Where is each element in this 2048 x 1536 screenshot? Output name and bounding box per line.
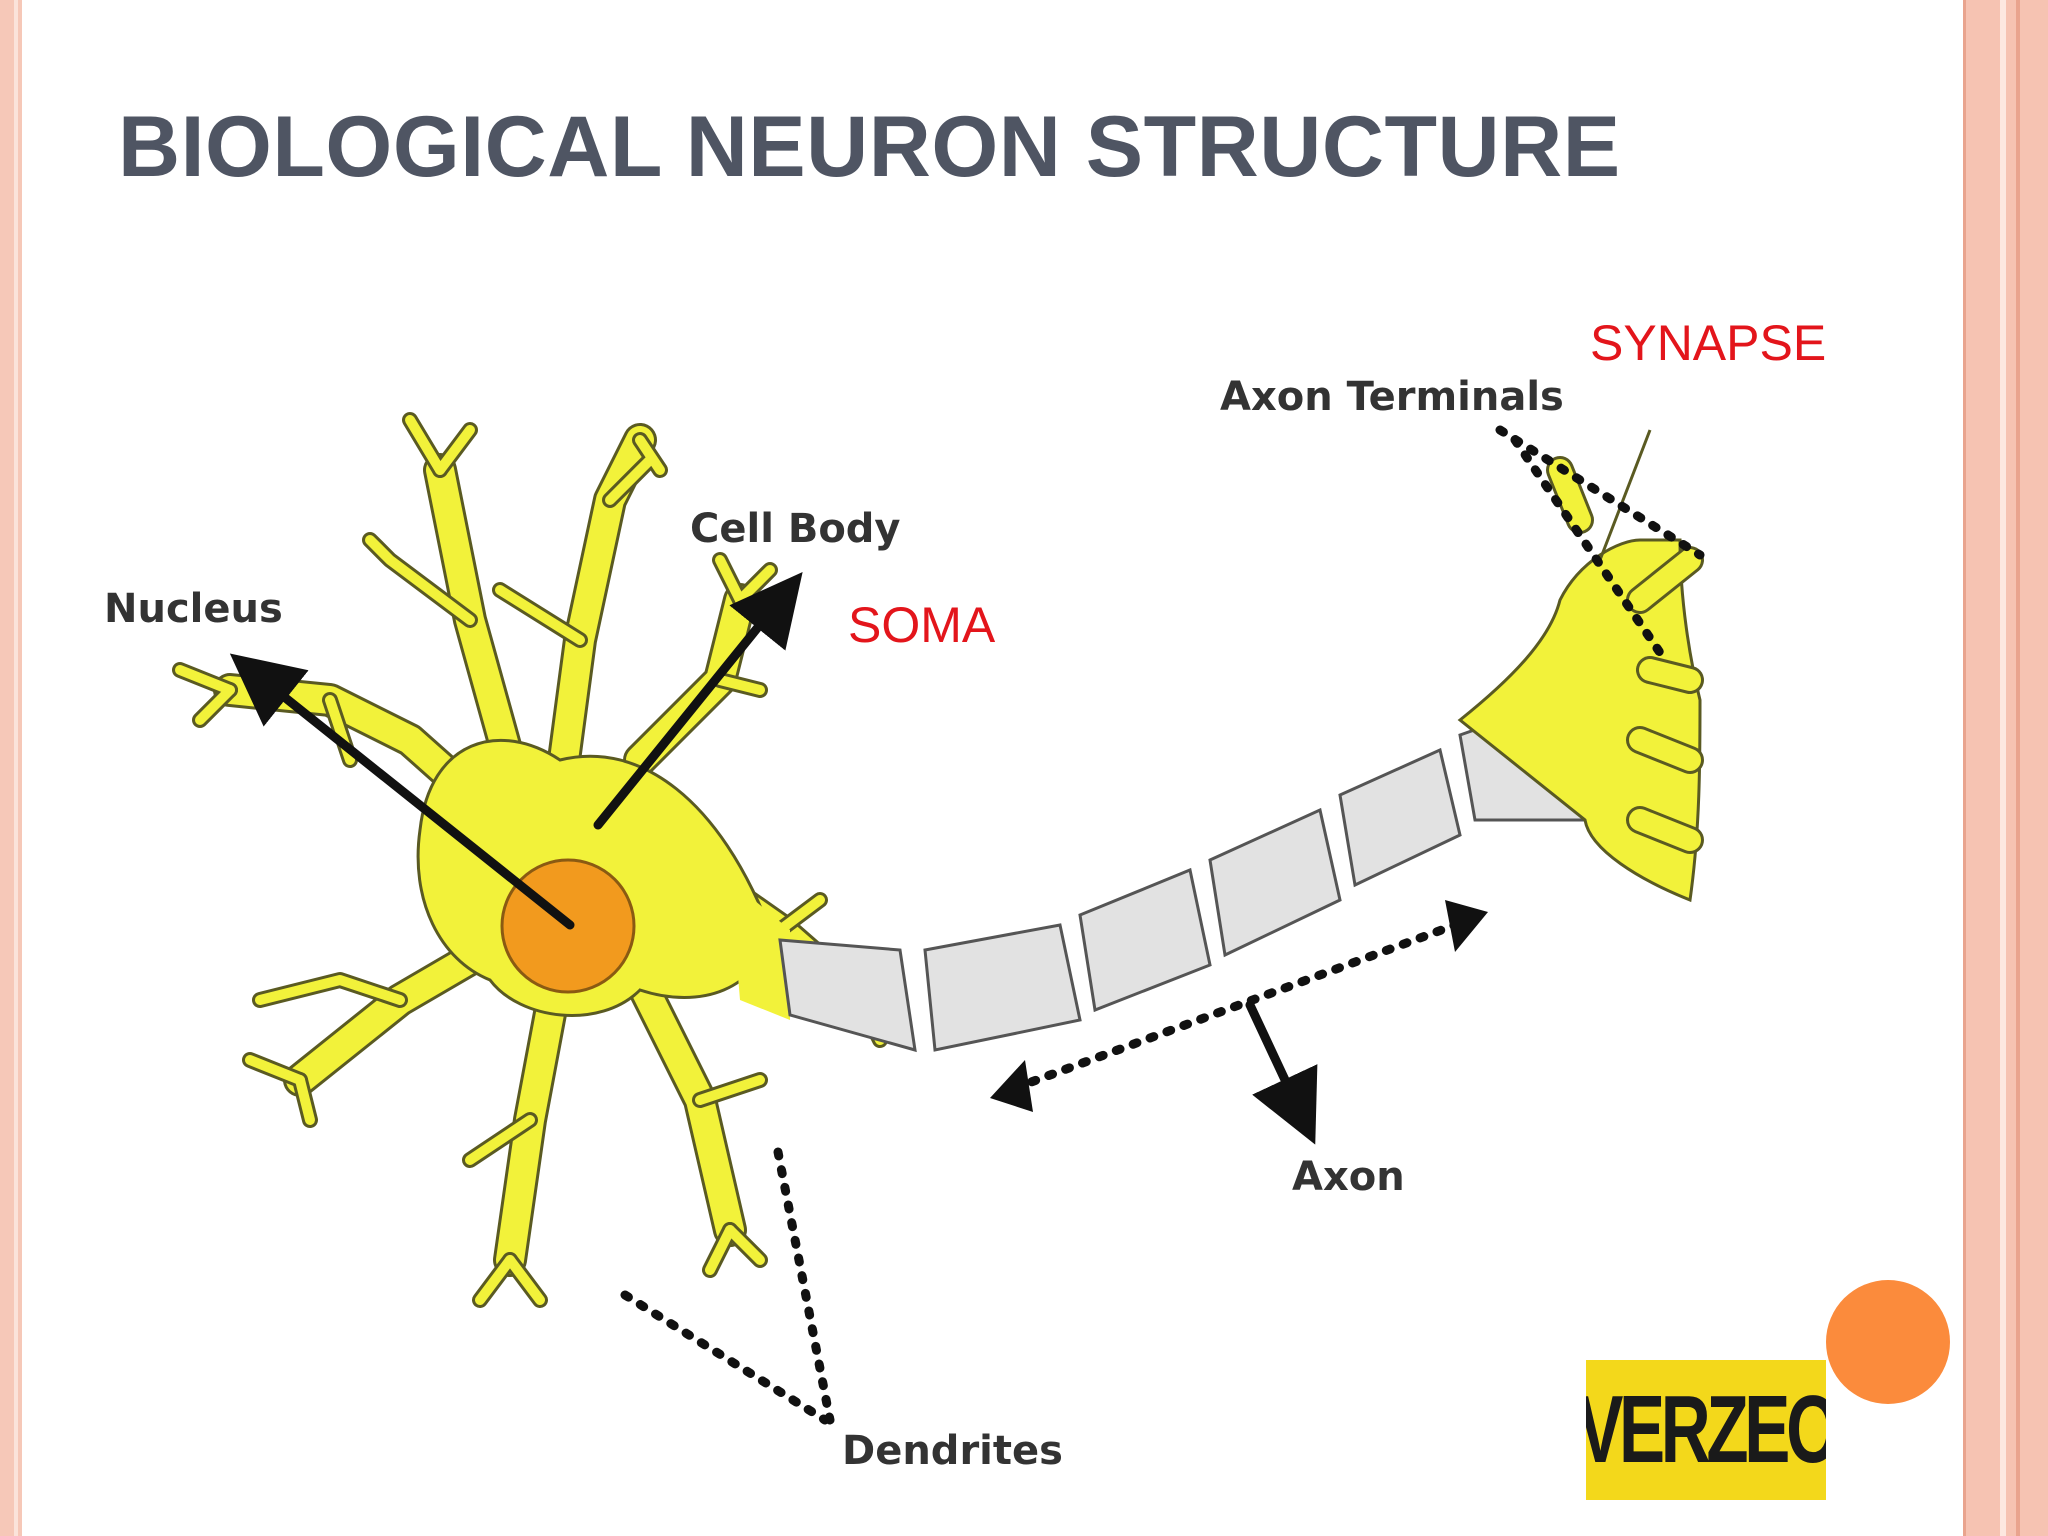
synapse-annotation: SYNAPSE	[1590, 315, 1827, 371]
verzeo-logo: VERZEO	[1586, 1360, 1826, 1500]
axon-terminal-group	[1457, 429, 1704, 903]
cell-body-arrow	[593, 572, 803, 830]
terminals-dotted-line-1	[1495, 425, 1705, 560]
logo-text: VERZEO	[1586, 1376, 1826, 1483]
dotted-leaders	[620, 425, 1705, 1425]
axon-label: Axon	[1292, 1154, 1405, 1200]
right-frame-border	[1966, 0, 2048, 1536]
cell-body-label: Cell Body	[690, 506, 901, 552]
nucleus-arrow	[229, 653, 575, 930]
axon-span-dotted-line	[1010, 920, 1460, 1093]
right-frame-light-line	[2000, 0, 2006, 1536]
right-frame-dark-line	[2016, 0, 2020, 1536]
pointer-arrows	[229, 572, 1318, 1145]
decorative-orange-circle	[1826, 1280, 1950, 1404]
dendrites-dotted-line-1	[620, 1290, 830, 1425]
dendrites-dotted-line-2	[773, 1147, 835, 1425]
right-frame-edge-line	[1963, 0, 1966, 1536]
axon-span-arrowhead-right	[1445, 900, 1488, 952]
terminals-dotted-line-2	[1510, 435, 1670, 665]
slide-title: BIOLOGICAL NEURON STRUCTURE	[118, 99, 1621, 195]
axon-myelin-segments	[778, 698, 1587, 1053]
axon-span-arrowhead-left	[990, 1060, 1033, 1112]
left-frame-inner-line	[14, 0, 18, 1536]
nucleus-label: Nucleus	[104, 586, 283, 632]
axon-hillock	[730, 880, 790, 1020]
axon-terminals-label: Axon Terminals	[1220, 374, 1564, 420]
soma-annotation: SOMA	[848, 597, 996, 653]
axon-down-arrow	[1245, 1000, 1318, 1145]
dendrites-label: Dendrites	[842, 1428, 1063, 1474]
